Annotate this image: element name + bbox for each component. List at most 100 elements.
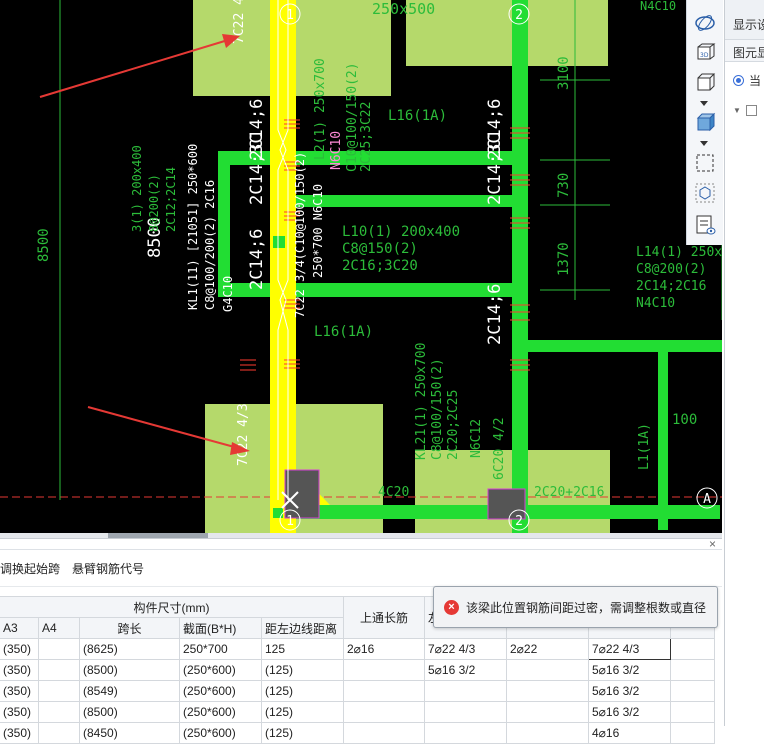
display-settings-icon[interactable] xyxy=(691,212,719,238)
tree-item[interactable]: ▼ xyxy=(725,92,764,122)
table-cell[interactable]: (250*600) xyxy=(179,659,262,681)
table-cell[interactable]: (250*600) xyxy=(179,701,262,723)
table-cell[interactable]: (350) xyxy=(0,701,39,723)
table-cell[interactable] xyxy=(424,680,507,702)
axis-marker-label: 2 xyxy=(515,8,523,23)
3d-view-icon[interactable]: 3D xyxy=(691,40,719,66)
table-cell[interactable]: (8625) xyxy=(79,638,180,660)
annotation: 8@200(2) xyxy=(147,174,161,232)
table-cell[interactable] xyxy=(506,659,589,681)
column-header[interactable]: A4 xyxy=(38,617,80,639)
beam-vertical-far-right[interactable] xyxy=(658,340,668,530)
table-cell[interactable]: (8500) xyxy=(79,701,180,723)
error-toast: × 该梁此位置钢筋间距过密，需调整根数或直径 xyxy=(433,586,718,628)
tree-expand-icon[interactable]: ▼ xyxy=(733,106,741,115)
beam-vertical-left[interactable] xyxy=(218,151,230,297)
column-header[interactable]: 上通长筋 xyxy=(343,596,425,639)
close-icon[interactable]: × xyxy=(708,537,716,551)
scrollbar-thumb[interactable] xyxy=(108,533,208,538)
annotation: C8@100/150(2) xyxy=(430,358,445,460)
chevron-down-icon[interactable] xyxy=(700,141,708,146)
beam-vertical-right[interactable] xyxy=(512,0,528,533)
table-cell[interactable] xyxy=(38,659,80,681)
radio-selected-icon[interactable] xyxy=(733,75,744,86)
rebar-annotation: 7C22 4/3 xyxy=(232,0,247,44)
table-cell[interactable] xyxy=(506,701,589,723)
table-cell[interactable] xyxy=(38,638,80,660)
annotation: 4C20 xyxy=(378,485,409,500)
table-cell[interactable]: 125 xyxy=(261,638,344,660)
beam-horizontal-right[interactable] xyxy=(512,340,722,352)
solid-box-icon[interactable] xyxy=(691,110,719,136)
table-cell-extra xyxy=(670,680,715,702)
column-box[interactable] xyxy=(284,469,320,519)
grip-point[interactable] xyxy=(273,236,285,248)
column-header[interactable]: A3 xyxy=(0,617,39,639)
selected-beam[interactable] xyxy=(270,0,330,533)
table-cell[interactable]: (8549) xyxy=(79,680,180,702)
column-header[interactable]: 截面(B*H) xyxy=(179,617,262,639)
table-cell[interactable]: 7⌀22 4/3 xyxy=(424,638,507,660)
beam-label: 2C14;6 xyxy=(247,229,267,290)
table-cell[interactable] xyxy=(38,680,80,702)
option-current[interactable]: 当 xyxy=(725,62,764,92)
table-cell[interactable] xyxy=(506,680,589,702)
table-row[interactable]: (350) (8500)(250*600)(125) 5⌀16 3/2 xyxy=(0,701,715,723)
table-cell[interactable]: (350) xyxy=(0,659,39,681)
table-cell[interactable]: 250*700 xyxy=(179,638,262,660)
annotation: 2C25;3C22 xyxy=(359,102,374,172)
horizontal-scrollbar[interactable] xyxy=(0,533,722,538)
cube-select-icon[interactable] xyxy=(691,180,719,206)
display-settings-panel: 显示设 图元显 当 ▼ xyxy=(724,0,764,726)
table-row[interactable]: (350) (8500)(250*600)(125) 5⌀16 3/2 5⌀16 3/… xyxy=(0,659,715,681)
grip-point[interactable] xyxy=(273,508,283,518)
table-cell[interactable]: 2⌀22 xyxy=(506,638,589,660)
annotation: KL21(1) 250x700 xyxy=(414,343,429,460)
annotation: N6C12 xyxy=(469,419,484,458)
beam-label: 2C14;6 xyxy=(485,99,505,160)
column-box[interactable] xyxy=(487,488,526,520)
table-cell[interactable]: 5⌀16 3/2 xyxy=(424,659,507,681)
dimension-label: 8500 xyxy=(145,217,165,258)
beam-size-label: 250x500 xyxy=(372,0,435,18)
table-cell[interactable] xyxy=(343,659,425,681)
table-cell[interactable] xyxy=(38,701,80,723)
table-cell[interactable] xyxy=(343,680,425,702)
table-cell[interactable] xyxy=(424,701,507,723)
annotation: 2C20+2C16 xyxy=(534,485,604,500)
table-cell[interactable]: (8500) xyxy=(79,659,180,681)
table-cell[interactable]: 7⌀22 4/3 xyxy=(588,638,671,660)
table-cell[interactable]: (250*600) xyxy=(179,680,262,702)
annotation: C8@150(2) xyxy=(342,241,418,257)
annotation: L1(1A) xyxy=(637,423,652,470)
table-cell[interactable]: (350) xyxy=(0,680,39,702)
panel-subtitle[interactable]: 图元显 xyxy=(725,40,764,62)
region-select-icon[interactable] xyxy=(691,150,719,176)
arrow-head xyxy=(230,442,250,455)
orbit-icon[interactable] xyxy=(691,10,719,36)
column-header[interactable]: 跨长 xyxy=(79,617,180,639)
chevron-down-icon[interactable] xyxy=(700,101,708,106)
table-cell[interactable]: (350) xyxy=(0,638,39,660)
column-header[interactable]: 距左边线距离 xyxy=(261,617,344,639)
swap-start-span-button[interactable]: 调换起始跨 xyxy=(0,561,61,576)
view-toolbar: 3D xyxy=(686,0,723,245)
drawing-svg[interactable]: 1 2 1 2 A 250x500 N4C10 7C22 4/3 7C22 4/… xyxy=(0,0,722,533)
checkbox[interactable] xyxy=(745,105,757,116)
box-view-icon[interactable] xyxy=(691,70,719,96)
beam-horizontal-2[interactable] xyxy=(280,195,524,207)
table-cell[interactable]: (125) xyxy=(261,680,344,702)
cad-canvas[interactable]: 1 2 1 2 A 250x500 N4C10 7C22 4/3 7C22 4/… xyxy=(0,0,722,533)
table-cell[interactable]: (125) xyxy=(261,701,344,723)
table-cell[interactable] xyxy=(343,701,425,723)
table-row[interactable]: (350) (8549)(250*600)(125) 5⌀16 3/2 xyxy=(0,680,715,702)
table-cell[interactable]: 5⌀16 3/2 xyxy=(588,701,671,723)
table-cell[interactable]: 5⌀16 3/2 xyxy=(588,680,671,702)
table-cell[interactable]: (125) xyxy=(261,659,344,681)
table-cell[interactable]: 2⌀16 xyxy=(343,638,425,660)
table-cell[interactable]: 5⌀16 3/2 xyxy=(588,659,671,681)
rebar-line xyxy=(277,0,287,500)
annotation: L14(1) 250x5 xyxy=(636,245,722,260)
cantilever-code-button[interactable]: 悬臂钢筋代号 xyxy=(72,561,145,576)
